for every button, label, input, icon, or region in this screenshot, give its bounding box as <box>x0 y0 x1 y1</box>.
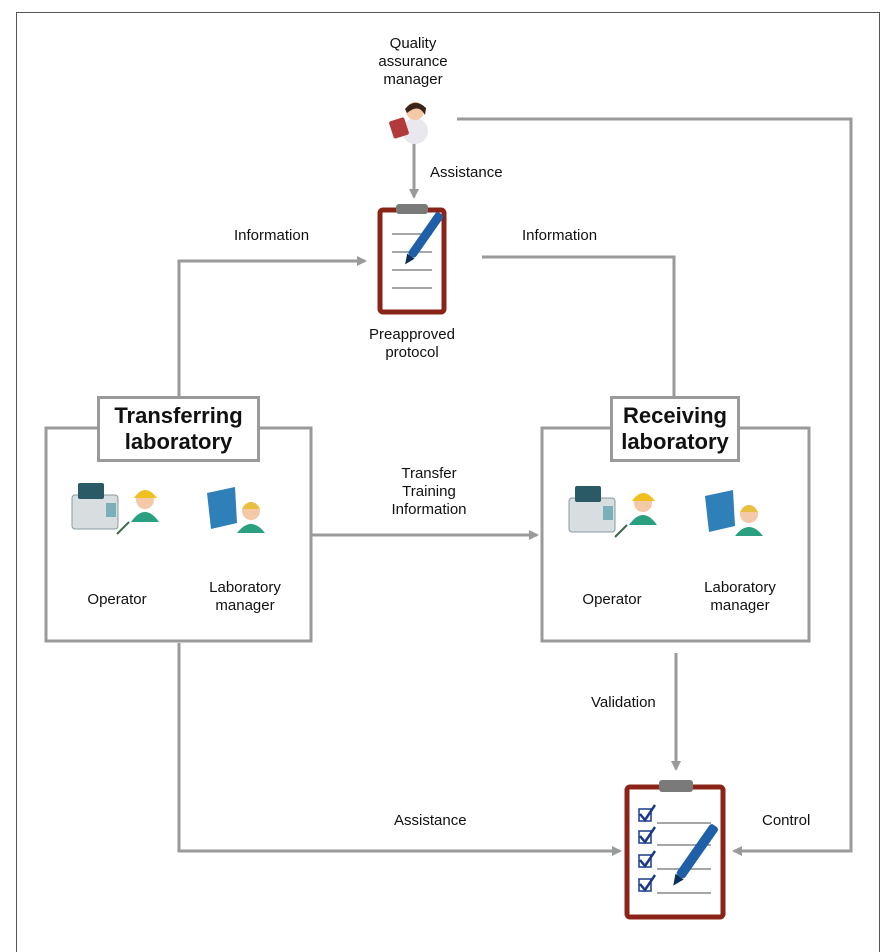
validation-label: Validation <box>591 694 656 711</box>
assistance-top-label: Assistance <box>430 164 503 181</box>
qa-manager-label: Quality assurance manager <box>378 35 448 88</box>
control-label: Control <box>762 812 811 829</box>
laboratory-manager-label: Laboratory manager <box>704 579 776 614</box>
laboratory-manager-icon <box>207 487 265 533</box>
receiving-lab-box <box>540 426 811 643</box>
protocol-label: Preapproved protocol <box>369 326 455 361</box>
laboratory-manager-icon <box>705 490 763 536</box>
information-right-label: Information <box>522 227 598 244</box>
operator-label: Operator <box>87 591 147 608</box>
operator-icon <box>116 490 159 535</box>
instrument-icon <box>71 483 119 530</box>
transferring-lab-box <box>44 426 313 643</box>
pen-icon <box>405 212 444 265</box>
laboratory-manager-label: Laboratory manager <box>209 579 281 614</box>
information-left-label: Information <box>234 227 310 244</box>
diagram-frame: Transferring laboratory Receiving labora… <box>16 12 880 952</box>
control-arrow <box>457 117 853 856</box>
assistance-bottom-arrow <box>177 643 622 856</box>
receiving-lab-title: Receiving laboratory <box>610 396 740 462</box>
operator-icon <box>614 493 657 538</box>
information-right-line <box>482 255 676 413</box>
validation-checklist-icon <box>624 780 726 920</box>
information-left-arrow <box>177 256 367 406</box>
transfer-label: Transfer Training Information <box>391 465 467 518</box>
pen-icon <box>673 824 719 886</box>
quality-manager-icon <box>389 102 428 144</box>
flow-diagram <box>44 102 853 920</box>
instrument-icon <box>568 486 616 533</box>
assistance-bottom-label: Assistance <box>394 812 467 829</box>
operator-label: Operator <box>582 591 642 608</box>
transferring-lab-title: Transferring laboratory <box>97 396 260 462</box>
